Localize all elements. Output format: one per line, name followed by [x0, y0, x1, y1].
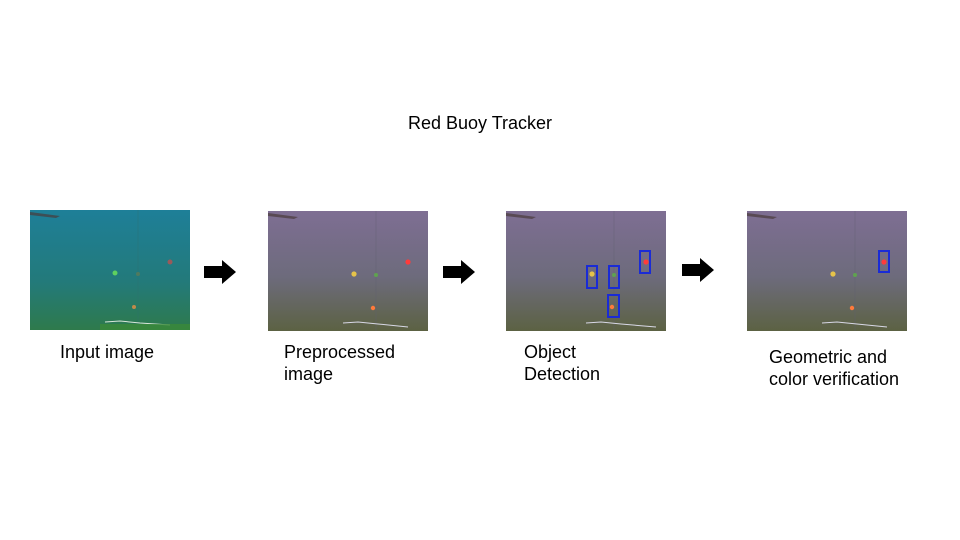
detection-box [608, 265, 620, 289]
arrow-2 [443, 260, 475, 284]
input-image [30, 210, 190, 330]
caption-object-detection: Object Detection [524, 342, 601, 384]
arrow-1 [204, 260, 236, 284]
diagram-title: Red Buoy Tracker [407, 113, 553, 133]
detection-box [639, 250, 651, 274]
preprocessed-image [268, 211, 428, 331]
detection-box [607, 294, 620, 318]
caption-verification: Geometric and color verification [769, 347, 900, 389]
detection-box [586, 265, 598, 289]
caption-preprocessed-image: Preprocessed image [284, 342, 396, 384]
verification-image [747, 211, 907, 331]
arrow-3 [682, 258, 714, 282]
caption-input-image: Input image [60, 342, 155, 362]
detection-image [506, 211, 666, 331]
verified-box [878, 250, 890, 273]
